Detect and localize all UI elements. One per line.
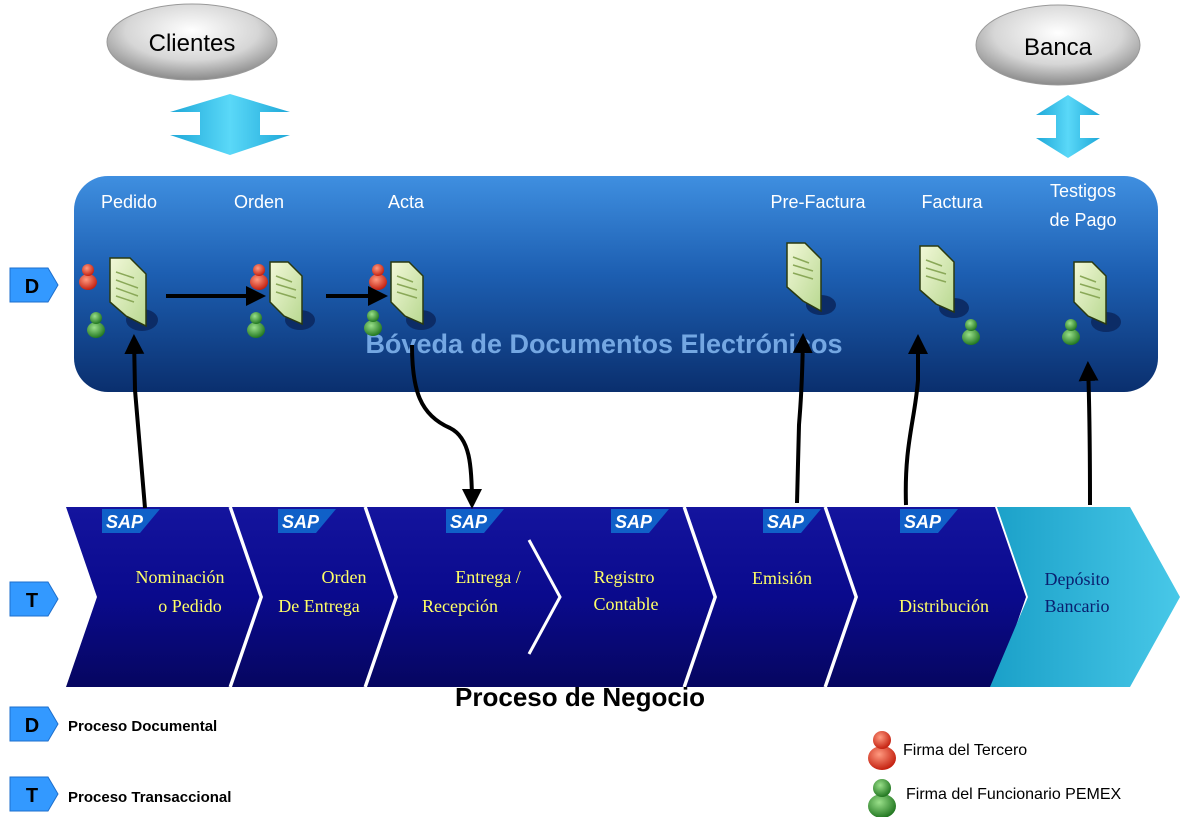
chevron-orden xyxy=(232,507,396,687)
legend-official-label: Firma del Funcionario PEMEX xyxy=(906,786,1122,803)
arrow-emision-prefactura xyxy=(792,333,813,504)
process-title: Proceso de Negocio xyxy=(455,682,705,712)
chevron-deposito xyxy=(990,507,1180,687)
svg-text:T: T xyxy=(26,590,38,612)
arrow-acta-entrega xyxy=(410,344,482,509)
step-2-line2: De Entrega xyxy=(278,596,359,616)
green-person-icon xyxy=(962,319,980,345)
sap-logo-icon: SAP xyxy=(446,509,504,533)
svg-text:T: T xyxy=(26,785,38,807)
clientes-oval: Clientes xyxy=(106,3,278,81)
legend-green-person-icon xyxy=(868,779,896,817)
banca-double-arrow xyxy=(1036,95,1100,158)
connector-arrows xyxy=(124,333,1099,509)
svg-text:SAP: SAP xyxy=(450,512,488,532)
step-7-line2: Bancario xyxy=(1045,596,1110,616)
arrow-nominacion-pedido xyxy=(124,334,147,509)
document-icon xyxy=(1073,261,1121,332)
red-person-icon xyxy=(79,264,97,290)
banca-oval: Banca xyxy=(975,4,1141,86)
chevron-registro xyxy=(516,507,715,687)
sap-logo-icon: SAP xyxy=(278,509,336,533)
legend-third-label: Firma del Tercero xyxy=(903,742,1027,759)
document-icon xyxy=(109,257,158,331)
chevron-emision xyxy=(686,507,856,687)
svg-text:SAP: SAP xyxy=(767,512,805,532)
process-chevrons xyxy=(66,506,1180,688)
legend-d-label: Proceso Documental xyxy=(68,718,217,735)
chevron-entrega xyxy=(367,507,560,687)
step-1-line1: Nominación xyxy=(136,567,225,587)
sap-logo-icon: SAP xyxy=(102,509,160,533)
document-vault: Bóveda de Documentos Electrónicos xyxy=(74,176,1158,392)
clientes-double-arrow xyxy=(170,94,290,155)
step-4-line2: Contable xyxy=(594,594,659,614)
step-1-line2: o Pedido xyxy=(158,596,222,616)
arrow-distribucion-factura xyxy=(903,334,928,506)
sap-logo-icon: SAP xyxy=(900,509,958,533)
step-5-line1: Emisión xyxy=(752,568,812,588)
vault-title: Bóveda de Documentos Electrónicos xyxy=(365,329,842,359)
legend-red-person-icon xyxy=(868,731,896,770)
doc-label-acta: Acta xyxy=(388,192,425,212)
svg-text:SAP: SAP xyxy=(106,512,144,532)
svg-text:SAP: SAP xyxy=(282,512,320,532)
doc-labels: Pedido Orden Acta Pre-Factura Factura Te… xyxy=(101,181,1117,230)
step-7-line1: Depósito xyxy=(1045,569,1110,589)
marker-t-side: T xyxy=(9,581,59,617)
step-4-line1: Registro xyxy=(594,567,655,587)
legend-marker-d: D xyxy=(9,706,59,742)
legend-t-label: Proceso Transaccional xyxy=(68,789,231,806)
step-labels: Nominación o Pedido Orden De Entrega Ent… xyxy=(136,567,1110,616)
doc-label-pedido: Pedido xyxy=(101,192,157,212)
document-icon xyxy=(269,261,315,330)
doc-label-factura: Factura xyxy=(921,192,983,212)
marker-d-side: D xyxy=(9,267,59,303)
chevron-distribucion xyxy=(827,507,1026,687)
legend: D Proceso Documental T Proceso Transacci… xyxy=(9,706,1122,817)
svg-text:SAP: SAP xyxy=(904,512,942,532)
chevron-nominacion xyxy=(66,507,261,687)
step-2-line1: Orden xyxy=(322,567,367,587)
step-3-line1: Entrega / xyxy=(455,567,520,587)
sap-logos: SAP SAP SAP SAP SAP SAP xyxy=(102,509,958,533)
svg-text:SAP: SAP xyxy=(615,512,653,532)
step-6-line1: Distribución xyxy=(899,596,989,616)
sap-logo-icon: SAP xyxy=(763,509,821,533)
banca-label: Banca xyxy=(1024,34,1093,61)
step-3-line2: Recepción xyxy=(422,596,498,616)
doc-label-orden: Orden xyxy=(234,192,284,212)
document-icon xyxy=(390,261,436,330)
document-icon xyxy=(786,242,836,315)
svg-text:D: D xyxy=(25,276,39,298)
green-person-icon xyxy=(364,310,382,336)
document-icon xyxy=(919,245,969,318)
svg-text:D: D xyxy=(25,715,39,737)
doc-label-prefactura: Pre-Factura xyxy=(770,192,866,212)
arrow-deposito-testigos xyxy=(1078,361,1099,506)
doc-label-de-pago: de Pago xyxy=(1049,210,1116,230)
doc-label-testigos: Testigos xyxy=(1050,181,1116,201)
green-person-icon xyxy=(247,312,265,338)
legend-marker-t: T xyxy=(9,776,59,812)
doc-icons xyxy=(109,242,1121,332)
green-person-icon xyxy=(1062,319,1080,345)
clientes-label: Clientes xyxy=(149,30,236,57)
sap-logo-icon: SAP xyxy=(611,509,669,533)
green-person-icon xyxy=(87,312,105,338)
